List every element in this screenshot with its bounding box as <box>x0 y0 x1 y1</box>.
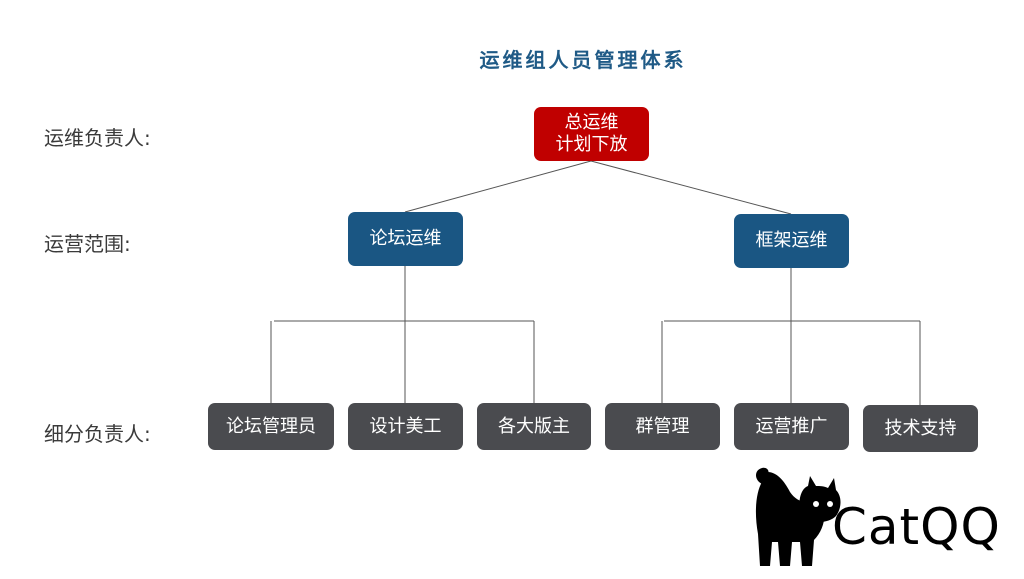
connector-root-left <box>404 160 592 213</box>
node-root-line1: 总运维 <box>564 112 619 133</box>
node-group-admin: 群管理 <box>605 403 720 450</box>
node-tech-support: 技术支持 <box>863 405 978 452</box>
node-root: 总运维 计划下放 <box>534 107 649 161</box>
connector-root-right <box>590 160 792 215</box>
row-label-scope: 运营范围: <box>44 232 131 256</box>
node-section-mods: 各大版主 <box>477 403 591 450</box>
logo-text: CatQQ <box>832 498 1001 556</box>
row-label-lead: 运维负责人: <box>44 126 151 150</box>
row-label-sub-lead: 细分负责人: <box>44 422 151 446</box>
node-design-art: 设计美工 <box>348 403 463 450</box>
diagram-title: 运维组人员管理体系 <box>479 48 687 72</box>
node-root-line2: 计划下放 <box>555 134 628 155</box>
cat-icon <box>755 467 841 566</box>
node-forum-ops: 论坛运维 <box>348 212 463 266</box>
node-framework-ops: 框架运维 <box>734 214 849 268</box>
node-forum-admin: 论坛管理员 <box>208 403 334 450</box>
node-ops-promo: 运营推广 <box>734 403 849 450</box>
